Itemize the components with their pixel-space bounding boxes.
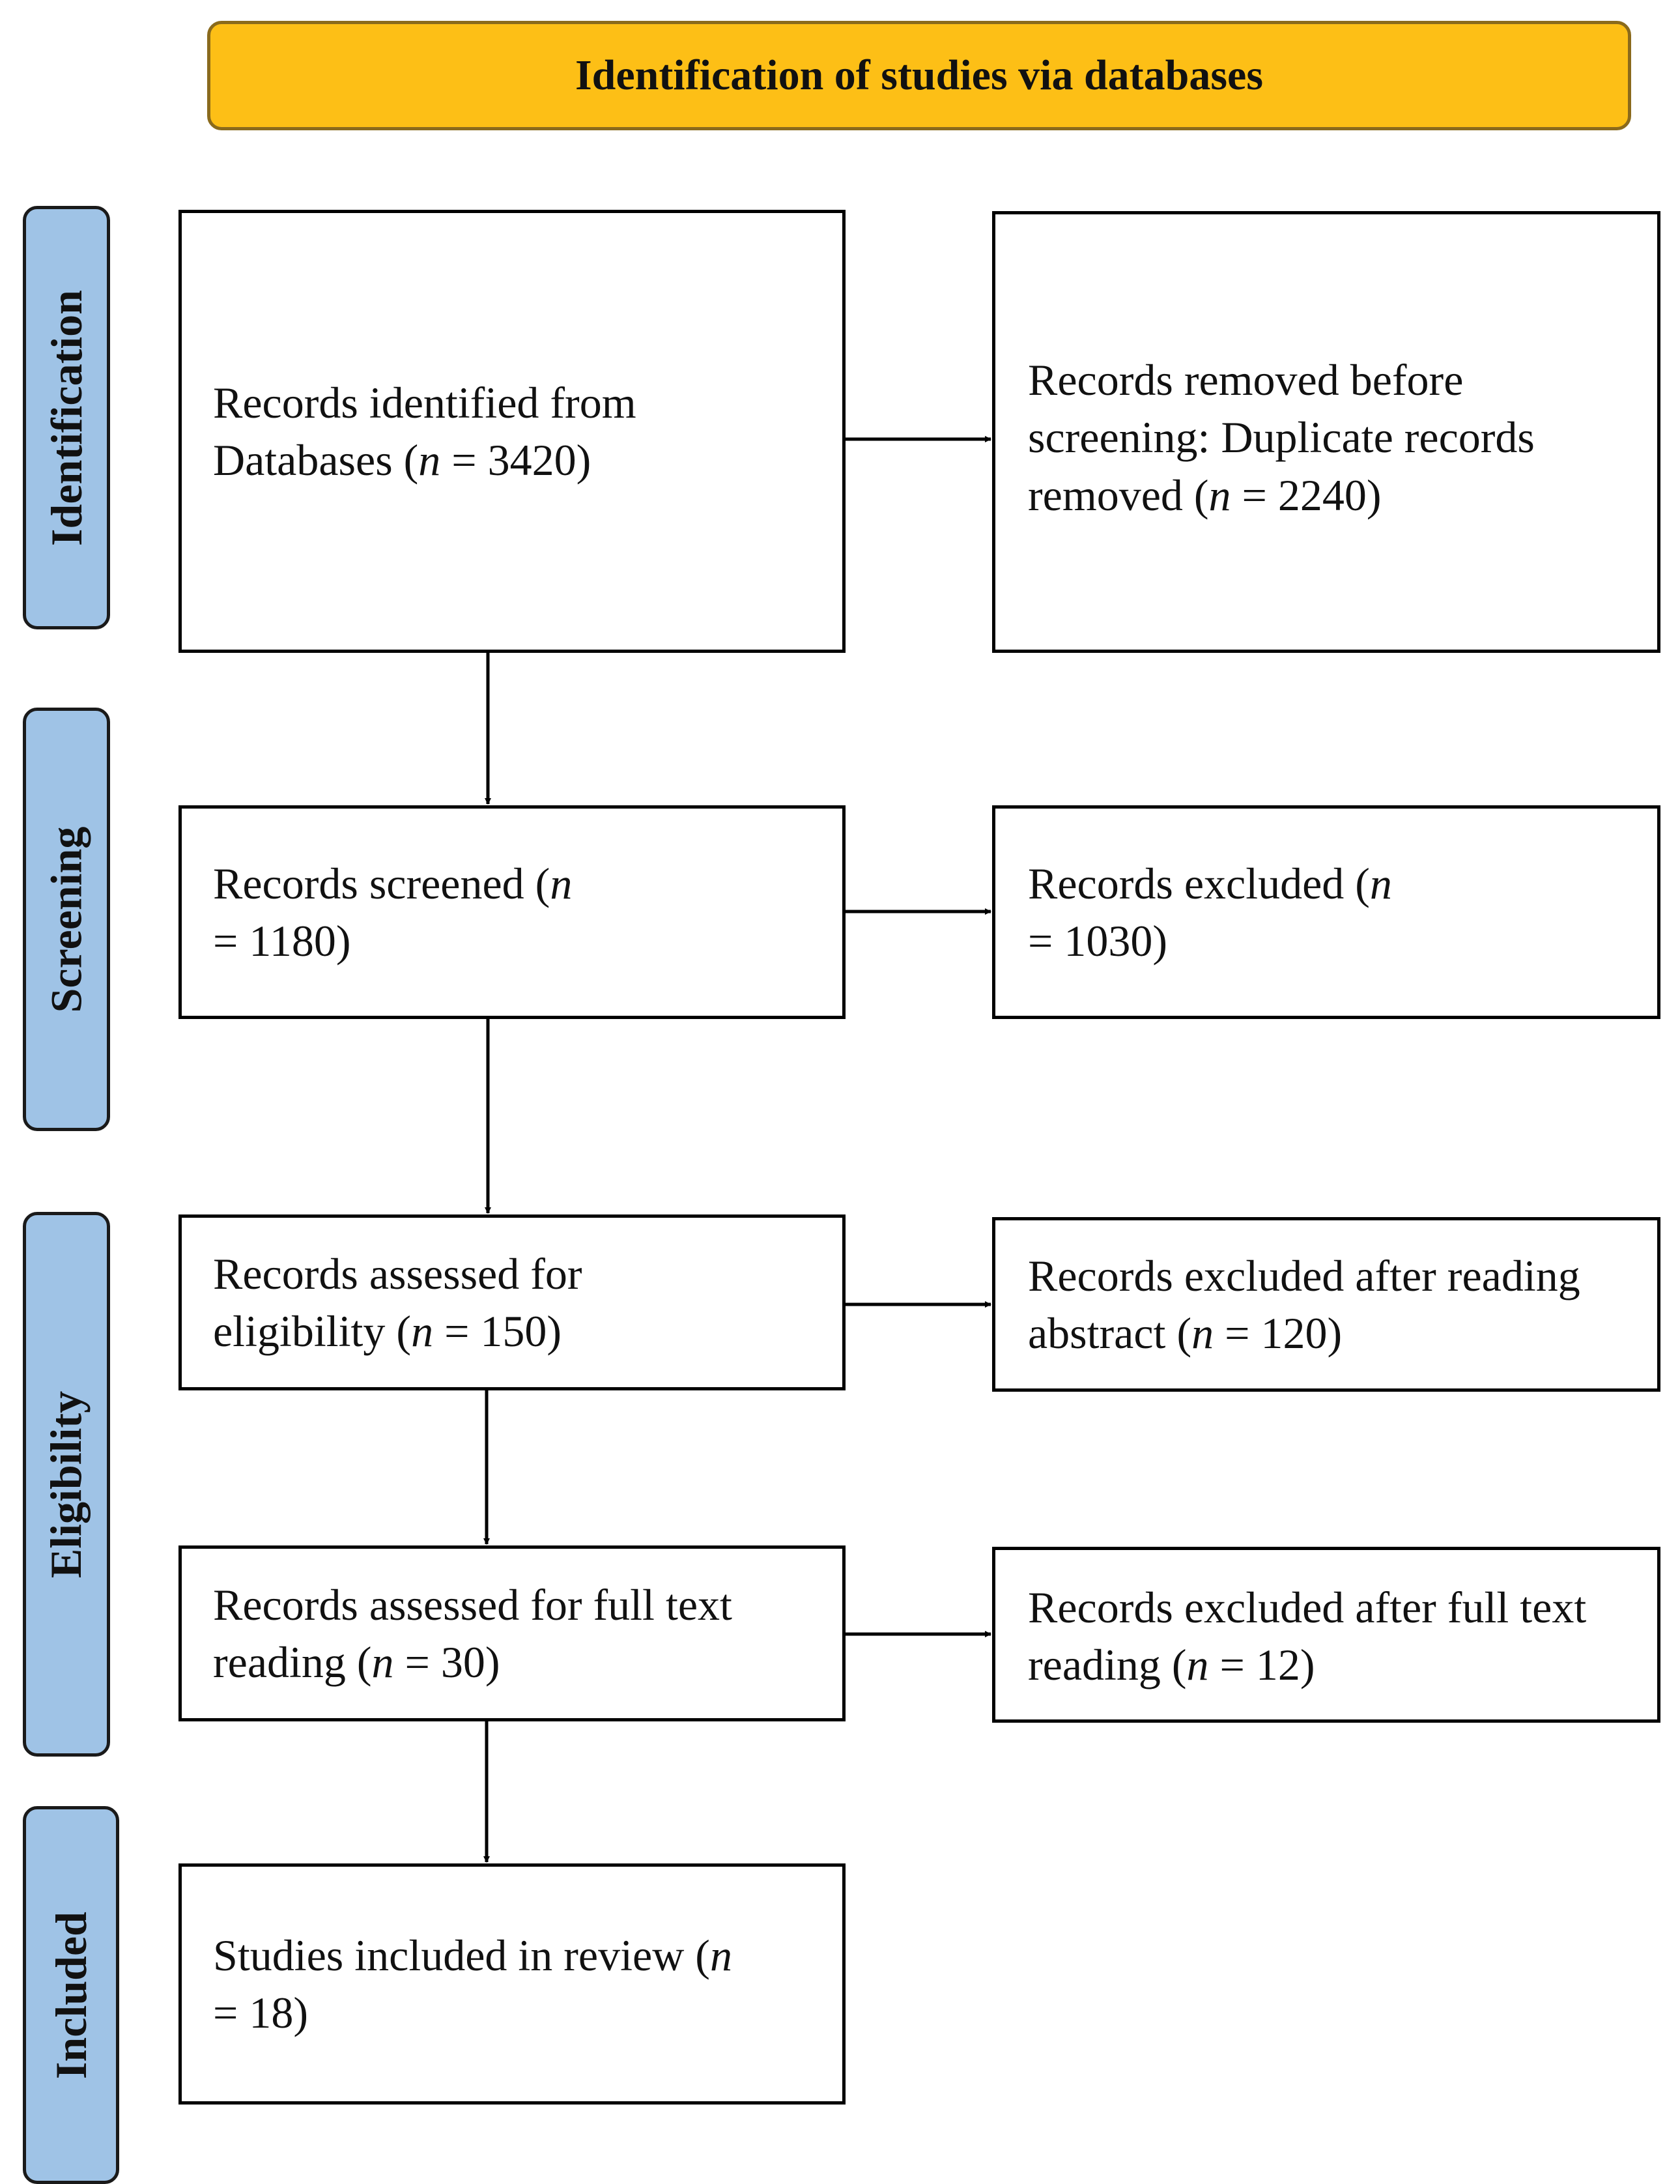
phase-screening: Screening (23, 708, 110, 1131)
box-excluded-abstract: Records excluded after reading abstract … (992, 1217, 1660, 1392)
records-removed-count: = 2240) (1231, 470, 1382, 520)
phase-identification: Identification (23, 206, 110, 629)
excluded-abstract-text: Records excluded after reading abstract … (1028, 1250, 1580, 1358)
n-symbol: n (1186, 1640, 1209, 1690)
box-records-eligibility: Records assessed for eligibility (n = 15… (178, 1214, 846, 1390)
records-fulltext-count: = 30) (393, 1637, 500, 1687)
records-identified-count: = 3420) (440, 435, 591, 485)
records-identified-text: Records identified from Databases ( (213, 377, 636, 485)
records-excluded-text: Records excluded ( (1028, 858, 1370, 908)
n-symbol: n (371, 1637, 394, 1687)
box-records-screened: Records screened (n = 1180) (178, 805, 846, 1019)
n-symbol: n (418, 435, 441, 485)
box-records-identified: Records identified from Databases (n = 3… (178, 210, 846, 653)
excluded-abstract-count: = 120) (1214, 1308, 1343, 1358)
records-fulltext-text: Records assessed for full text reading ( (213, 1579, 732, 1687)
box-records-removed: Records removed before screening: Duplic… (992, 211, 1660, 653)
studies-included-text: Studies included in review ( (213, 1930, 710, 1980)
records-eligibility-text: Records assessed for eligibility ( (213, 1248, 582, 1356)
header-title: Identification of studies via databases (575, 51, 1264, 99)
records-removed-text: Records removed before screening: Duplic… (1028, 355, 1535, 520)
box-studies-included: Studies included in review (n = 18) (178, 1863, 846, 2105)
n-symbol: n (1191, 1308, 1214, 1358)
n-symbol: n (709, 1930, 732, 1980)
n-symbol: n (411, 1306, 434, 1356)
header-banner: Identification of studies via databases (207, 21, 1631, 130)
box-records-fulltext: Records assessed for full text reading (… (178, 1545, 846, 1721)
excluded-fulltext-text: Records excluded after full text reading… (1028, 1583, 1587, 1690)
phase-eligibility: Eligibility (23, 1212, 110, 1757)
records-eligibility-count: = 150) (433, 1306, 562, 1356)
records-screened-count: = 1180) (213, 916, 351, 966)
excluded-fulltext-count: = 12) (1208, 1640, 1315, 1690)
n-symbol: n (550, 858, 573, 908)
box-records-excluded: Records excluded (n = 1030) (992, 805, 1660, 1019)
records-excluded-count: = 1030) (1028, 916, 1167, 966)
box-excluded-fulltext: Records excluded after full text reading… (992, 1547, 1660, 1723)
studies-included-count: = 18) (213, 1988, 308, 2037)
records-screened-text: Records screened ( (213, 858, 550, 908)
phase-included: Included (23, 1806, 119, 2184)
n-symbol: n (1369, 858, 1392, 908)
n-symbol: n (1208, 470, 1231, 520)
